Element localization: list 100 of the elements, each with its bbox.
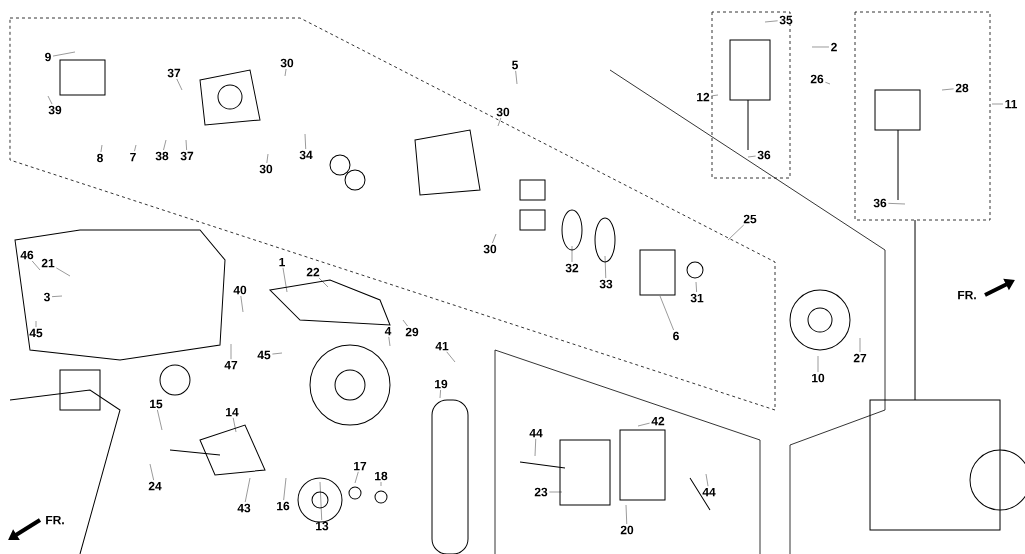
leader-line	[817, 355, 819, 373]
leader-line	[705, 473, 709, 487]
callout-number: 36	[873, 198, 887, 208]
leader-line	[380, 481, 382, 487]
callout-number: 3	[43, 292, 50, 302]
leader-line	[100, 144, 103, 153]
callout-number: 12	[697, 92, 710, 102]
callout-number: 43	[237, 503, 251, 513]
callout-number: 45	[257, 350, 271, 360]
leader-line	[149, 463, 154, 481]
leader-line	[695, 281, 697, 293]
leader-line	[354, 471, 359, 484]
leader-line	[534, 438, 536, 457]
callout-number: 33	[599, 279, 613, 289]
callout-number: 10	[812, 373, 825, 383]
leader-line	[941, 88, 954, 91]
callout-number: 21	[41, 258, 55, 268]
leader-line	[549, 491, 563, 493]
leader-line	[388, 336, 391, 347]
leader-line	[232, 417, 237, 433]
callout-number: 4	[384, 326, 392, 336]
leader-line	[747, 155, 756, 158]
leader-line	[245, 477, 251, 503]
leader-line	[272, 352, 283, 355]
leader-line	[56, 267, 71, 277]
callout-number: 28	[955, 83, 969, 93]
leader-line	[991, 103, 1004, 105]
leader-line	[402, 319, 408, 327]
callout-number: 44	[529, 428, 543, 438]
callout-number: 2	[831, 42, 837, 52]
callout-number: 26	[810, 74, 824, 84]
leader-line	[157, 409, 163, 431]
callout-number: 20	[620, 525, 634, 535]
leader-line	[266, 153, 269, 164]
callout-number: 30	[280, 58, 294, 68]
leader-line	[318, 277, 329, 288]
leader-line	[811, 46, 830, 48]
leader-line	[134, 144, 137, 152]
leader-line	[185, 139, 187, 151]
callout-number: 34	[299, 150, 313, 160]
leader-line	[240, 295, 244, 313]
leader-line	[859, 337, 861, 353]
leader-line	[176, 78, 183, 91]
leader-line	[283, 477, 287, 501]
leader-line	[888, 203, 906, 205]
callout-number: 22	[306, 267, 320, 277]
callout-number: 9	[45, 52, 51, 62]
leader-line	[825, 82, 831, 85]
callout-number: 13	[316, 521, 329, 531]
callout-number: 45	[29, 328, 43, 338]
leader-line	[284, 68, 287, 77]
callout-number: 46	[20, 250, 34, 260]
leader-line	[446, 351, 456, 363]
callout-number: 24	[148, 481, 162, 491]
callout-number: 18	[375, 471, 388, 481]
leader-line	[571, 245, 573, 263]
callout-number: 27	[853, 353, 867, 363]
callout-number: 36	[757, 150, 771, 160]
callout-number: 35	[779, 15, 793, 25]
callout-number: 11	[1005, 99, 1017, 109]
leader-line	[304, 133, 306, 150]
callout-number: 1	[279, 257, 285, 267]
leader-line	[625, 504, 627, 525]
callout-number: 47	[224, 360, 238, 370]
callout-number: 37	[167, 68, 181, 78]
front-label: FR.	[958, 290, 976, 300]
callout-number: 25	[743, 214, 757, 224]
leader-line	[230, 343, 232, 360]
callout-number: 41	[435, 341, 449, 351]
leader-line	[51, 295, 63, 297]
callout-number: 17	[354, 461, 367, 471]
callout-number: 39	[48, 105, 62, 115]
callout-number: 32	[565, 263, 579, 273]
leader-line	[515, 70, 518, 85]
leader-line	[282, 267, 288, 293]
leader-line	[52, 51, 76, 57]
callout-number: 8	[97, 153, 103, 163]
callout-number: 31	[690, 293, 704, 303]
leader-line	[637, 422, 650, 427]
leader-line	[35, 320, 37, 328]
callout-number: 23	[534, 487, 548, 497]
callout-number: 14	[226, 407, 239, 417]
front-label: FR.	[46, 515, 64, 525]
leader-line	[727, 224, 744, 241]
leader-line	[711, 94, 719, 97]
callout-number: 6	[673, 331, 679, 341]
leader-line	[439, 389, 441, 399]
callout-number: 37	[180, 151, 194, 161]
leader-line	[764, 20, 778, 23]
callout-number: 19	[435, 379, 448, 389]
leader-line	[47, 95, 53, 105]
callout-number: 44	[702, 487, 716, 497]
callout-number: 42	[651, 416, 665, 426]
callout-number: 30	[259, 164, 273, 174]
callout-number: 5	[512, 60, 518, 70]
callout-number: 7	[130, 152, 136, 162]
leader-line	[497, 117, 502, 127]
leader-line	[319, 481, 322, 521]
callout-number: 30	[496, 107, 510, 117]
callout-number: 38	[155, 151, 169, 161]
